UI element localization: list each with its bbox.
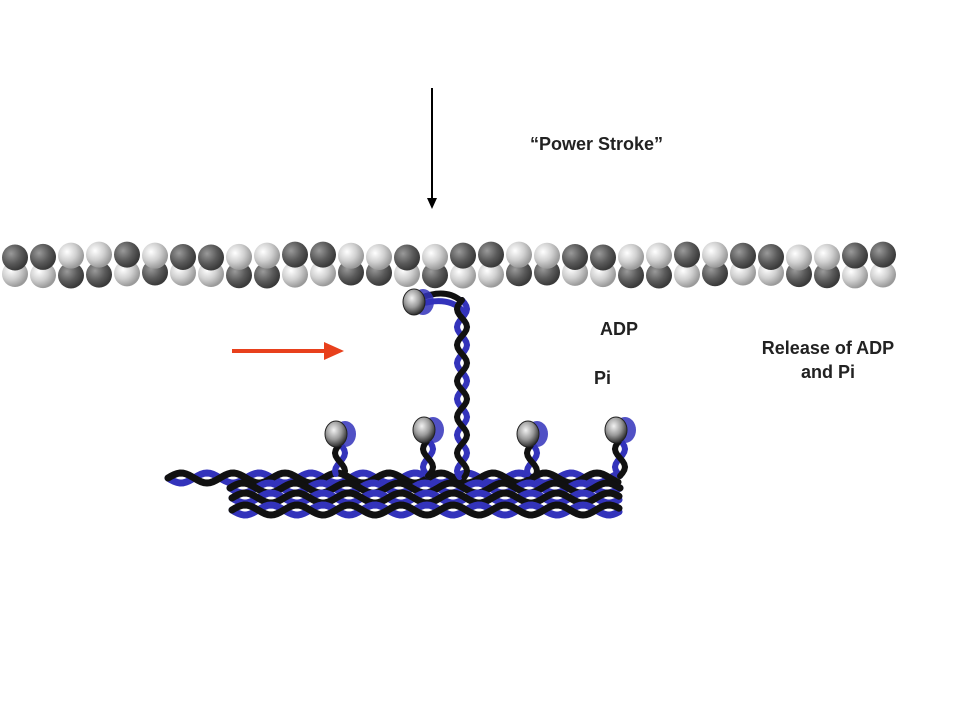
actin-bead	[114, 260, 140, 287]
actin-bead	[758, 244, 784, 271]
actin-bead	[478, 261, 504, 288]
actin-bead	[478, 241, 504, 268]
actin-bead	[86, 261, 112, 288]
neck-4-black	[611, 437, 629, 479]
actin-bead	[338, 242, 364, 269]
release-label: Release of ADP and Pi	[738, 336, 918, 384]
myosin-head-icon	[412, 416, 436, 444]
actin-bead	[142, 242, 168, 269]
actin-bead	[254, 242, 280, 269]
actin-bead	[282, 241, 308, 268]
actin-bead	[450, 242, 476, 269]
actin-bead	[506, 241, 532, 268]
thick-filament-icon	[164, 469, 624, 519]
actin-bead	[842, 262, 868, 289]
actin-bead	[310, 241, 336, 268]
vertical-arrow-icon	[427, 88, 437, 209]
actin-bead	[86, 241, 112, 268]
actin-bead	[786, 244, 812, 271]
actin-bead	[226, 243, 252, 270]
thick-rod-black	[228, 501, 623, 519]
release-label-line2: and Pi	[800, 362, 855, 382]
actin-bead	[842, 242, 868, 269]
release-label-line1: Release of ADP	[761, 338, 895, 358]
thick-rod-blue	[228, 501, 623, 519]
actin-bead	[226, 262, 252, 289]
myosin-head-icon	[324, 420, 348, 448]
actin-bead	[170, 243, 196, 270]
actin-bead	[702, 260, 728, 287]
actin-bead	[282, 261, 308, 288]
actin-bead	[814, 243, 840, 270]
actin-bead	[310, 260, 336, 287]
actin-bead	[730, 242, 756, 269]
actin-bead	[58, 242, 84, 269]
actin-bead	[114, 241, 140, 268]
actin-bead	[562, 243, 588, 270]
power-stroke-title: “Power Stroke”	[530, 134, 664, 154]
actin-bead	[646, 262, 672, 289]
pi-label: Pi	[594, 368, 612, 388]
actin-bead	[254, 262, 280, 289]
actin-bead	[618, 262, 644, 289]
attached-neck-black	[453, 297, 471, 480]
myosin-head-icon	[516, 420, 540, 448]
neck-1-black	[331, 441, 349, 477]
actin-bead	[534, 242, 560, 269]
actin-bead	[674, 261, 700, 288]
actin-bead	[674, 241, 700, 268]
actin-bead	[506, 260, 532, 287]
actin-bead	[590, 244, 616, 271]
actin-bead	[450, 262, 476, 289]
actin-bead	[814, 262, 840, 289]
neck-2-black	[419, 437, 437, 479]
actin-filament-icon	[2, 241, 896, 289]
actin-bead	[394, 244, 420, 271]
neck-3-black	[523, 441, 541, 477]
actin-bead	[646, 242, 672, 269]
actin-bead	[58, 262, 84, 289]
myosin-heads	[324, 288, 636, 480]
actin-bead	[870, 261, 896, 288]
actin-bead	[2, 244, 28, 271]
adp-label: ADP	[600, 319, 639, 339]
red-arrow-icon	[232, 342, 344, 360]
actin-bead	[198, 244, 224, 271]
actin-bead	[618, 243, 644, 270]
actin-bead	[422, 262, 448, 289]
neck-1-blue	[331, 441, 349, 477]
actin-bead	[702, 241, 728, 268]
actin-bead	[30, 243, 56, 270]
actin-bead	[870, 241, 896, 268]
actin-bead	[366, 243, 392, 270]
actin-bead	[30, 262, 56, 289]
myosin-head-icon	[402, 288, 426, 316]
thick-rod-black	[164, 469, 622, 487]
neck-3-blue	[523, 441, 541, 477]
actin-bead	[422, 243, 448, 270]
myosin-head-icon	[604, 416, 628, 444]
